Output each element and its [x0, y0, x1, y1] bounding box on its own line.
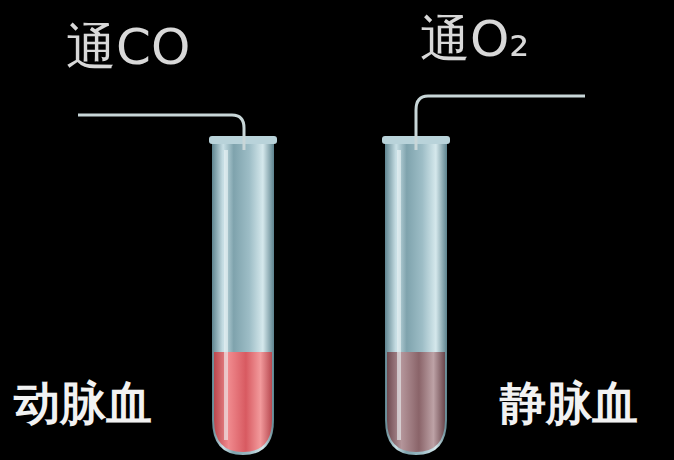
arterial-blood [214, 352, 272, 452]
venous-blood [387, 352, 445, 452]
gas-co-label: 通CO [66, 22, 190, 72]
right-test-tube [382, 136, 450, 455]
co-gas-pipe [78, 115, 244, 150]
gas-o2-label: 通O₂ [420, 14, 529, 64]
o2-gas-pipe [416, 96, 585, 150]
venous-blood-label: 静脉血 [500, 380, 638, 426]
arterial-blood-label: 动脉血 [14, 380, 152, 426]
left-test-tube [209, 136, 277, 455]
